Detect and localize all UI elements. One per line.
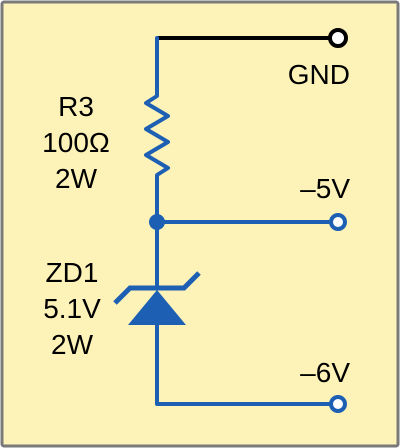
zener-zd1-symbol [113,271,201,325]
resistor-power-label: 2W [55,163,98,194]
junction-dot [149,214,165,230]
zener-ref-label: ZD1 [46,257,99,288]
minus5-label: –5V [300,173,350,204]
zener-triangle [128,290,186,325]
minus6-label: –6V [300,357,350,388]
gnd-label: GND [288,59,350,90]
gnd-terminal [328,28,348,48]
wire-zener-to-minus6 [155,323,332,406]
resistor-r3-symbol [144,84,170,182]
resistor-value-label: 100Ω [42,127,110,158]
resistor-ref-label: R3 [58,91,94,122]
minus5-terminal [329,213,347,231]
zener-power-label: 2W [51,329,94,360]
zener-cathode-bar [113,271,201,305]
minus6-terminal [329,395,347,413]
zener-voltage-label: 5.1V [43,293,101,324]
